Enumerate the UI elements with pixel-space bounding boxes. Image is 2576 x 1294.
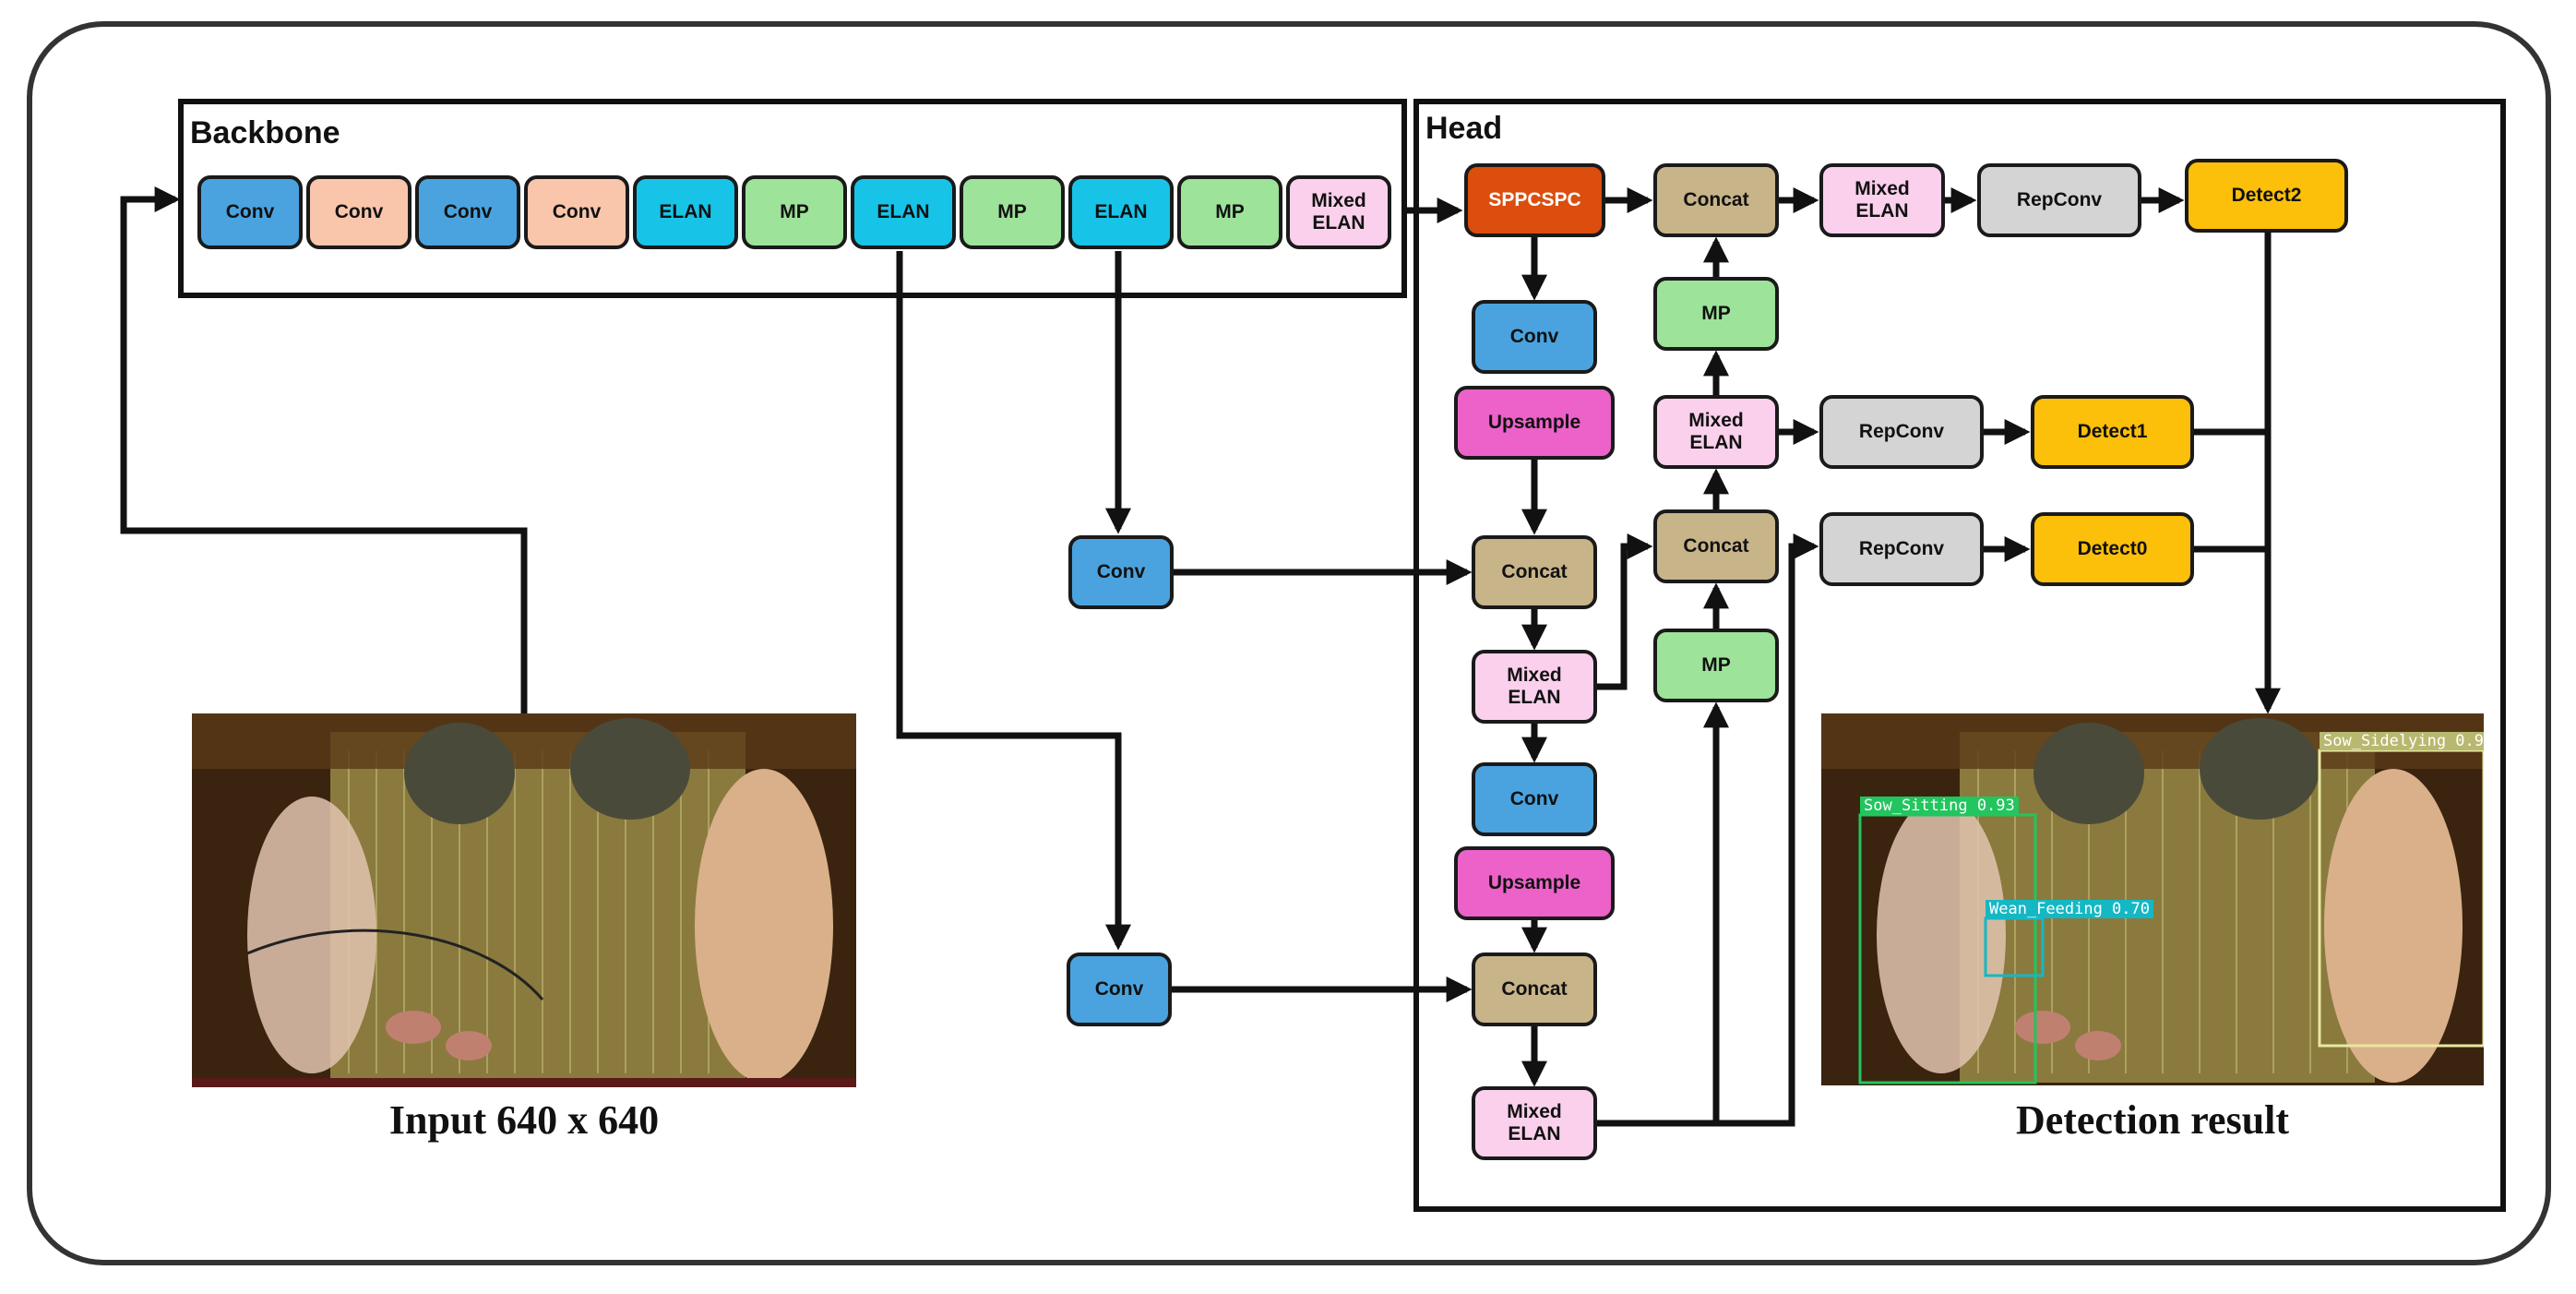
block-bb-mp1: MP (742, 175, 847, 249)
block-h-up2: Upsample (1454, 846, 1615, 920)
block-h-det1: Detect1 (2031, 395, 2194, 469)
detection-label-sow-sidelying: Sow_Sidelying 0.9 (2320, 732, 2484, 750)
block-bb-mp3: MP (1177, 175, 1282, 249)
block-h-rep0: RepConv (1819, 512, 1984, 586)
box-sow-sitting (1858, 813, 2037, 1084)
outer-frame (27, 21, 2551, 1265)
connection-lines (120, 186, 2281, 1127)
block-h-conv1: Conv (1472, 300, 1597, 374)
detection-label-wean-feeding: Wean_Feeding 0.70 (1986, 900, 2153, 918)
box-wean-feeding (1984, 917, 2045, 977)
block-h-concat2: Concat (1472, 953, 1597, 1026)
block-bb-elan1: ELAN (633, 175, 738, 249)
head-title: Head (1425, 111, 1503, 146)
block-bb-elan2: ELAN (851, 175, 956, 249)
block-mid-conv-top: Conv (1068, 535, 1174, 609)
head-frame (1413, 99, 2506, 1212)
block-h-up1: Upsample (1454, 386, 1615, 460)
output-caption: Detection result (2015, 1097, 2290, 1143)
detection-result-image: Sow_Sitting 0.93 Wean_Feeding 0.70 Sow_S… (1821, 713, 2484, 1085)
block-bb-conv4: Conv (524, 175, 629, 249)
block-bb-conv3: Conv (415, 175, 520, 249)
block-bb-conv2: Conv (306, 175, 411, 249)
block-h-mixed2: Mixed ELAN (1472, 1086, 1597, 1160)
box-sow-sidelying (2318, 749, 2484, 1048)
wire-mixed1-to-concat-mid (1597, 533, 1653, 690)
block-h-spp: SPPCSPC (1464, 163, 1605, 237)
block-h-det2: Detect2 (2185, 159, 2348, 233)
block-bb-mp2: MP (960, 175, 1065, 249)
input-image (192, 713, 856, 1087)
block-bb-elan3: ELAN (1068, 175, 1174, 249)
block-h-conv2: Conv (1472, 762, 1597, 836)
wire-input-to-backbone (120, 186, 528, 713)
block-h-mixed1: Mixed ELAN (1472, 650, 1597, 724)
block-bb-conv1: Conv (197, 175, 303, 249)
block-h-rep1: RepConv (1819, 395, 1984, 469)
wire-mixed2-to-heads (1597, 533, 1819, 1127)
block-h-mixed-top: Mixed ELAN (1819, 163, 1945, 237)
wire-elan2-down (896, 251, 1131, 951)
block-h-mp-low: MP (1653, 629, 1779, 702)
block-bb-mixed: Mixed ELAN (1286, 175, 1391, 249)
block-h-mp-top: MP (1653, 277, 1779, 351)
block-mid-conv-bot: Conv (1067, 953, 1172, 1026)
block-h-mixed-mid: Mixed ELAN (1653, 395, 1779, 469)
block-h-concat-mid: Concat (1653, 509, 1779, 583)
detection-label-sow-sitting: Sow_Sitting 0.93 (1860, 797, 2019, 815)
block-h-concat1: Concat (1472, 535, 1597, 609)
backbone-frame (178, 99, 1407, 298)
block-h-concat-top: Concat (1653, 163, 1779, 237)
block-h-rep2: RepConv (1977, 163, 2141, 237)
backbone-title: Backbone (190, 115, 340, 150)
input-caption: Input 640 x 640 (388, 1097, 660, 1143)
block-h-det0: Detect0 (2031, 512, 2194, 586)
